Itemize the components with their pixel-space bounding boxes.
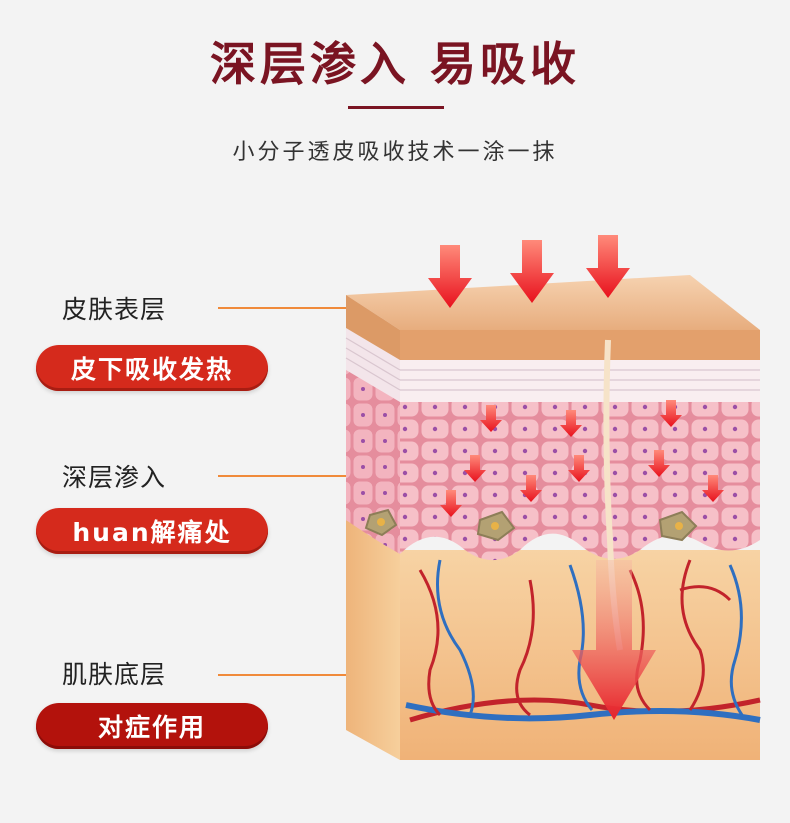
layer-label-base: 肌肤底层 bbox=[62, 660, 167, 689]
page-title: 深层渗入 易吸收 bbox=[209, 37, 580, 91]
badge-deep: huan解痛处 bbox=[36, 508, 268, 554]
badge-base: 对症作用 bbox=[36, 703, 268, 749]
skin-cross-section-illustration bbox=[345, 235, 761, 760]
leader-line-base bbox=[218, 674, 346, 676]
layer-label-surface: 皮肤表层 bbox=[62, 295, 167, 324]
badge-surface: 皮下吸收发热 bbox=[36, 345, 268, 391]
page-subtitle: 小分子透皮吸收技术一涂一抹 bbox=[232, 140, 558, 165]
title-underline bbox=[348, 106, 444, 109]
leader-line-deep bbox=[218, 475, 346, 477]
leader-line-surface bbox=[218, 307, 346, 309]
layer-label-deep: 深层渗入 bbox=[62, 463, 167, 492]
